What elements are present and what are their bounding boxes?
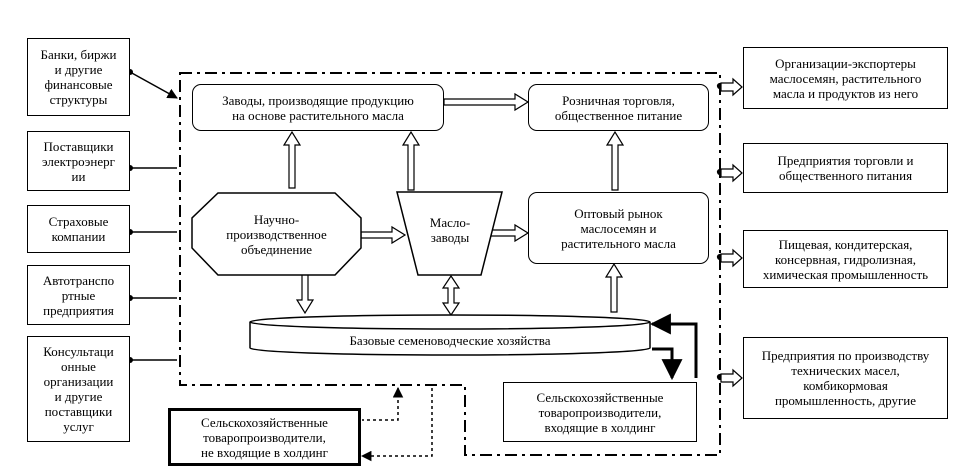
seedfarms-cylinder — [249, 314, 651, 356]
food-industry-box: Пищевая, кондитерская, консервная, гидро… — [743, 230, 948, 288]
oilmills-trapezoid — [396, 191, 503, 276]
exporters-box: Организации-экспортеры маслосемян, расти… — [743, 47, 948, 109]
research-octagon — [191, 192, 362, 276]
holding-boundary — [179, 72, 721, 456]
transport-box: Автотранспо ртные предприятия — [27, 265, 130, 325]
plants-box: Заводы, производящие продукцию на основе… — [192, 84, 444, 131]
external-producers-links — [360, 386, 433, 462]
consulting-box: Консультаци онные организации и другие п… — [27, 336, 130, 442]
producers-outside-holding-box: Сельскохозяйственные товаропроизводители… — [168, 408, 361, 466]
oilmills-label: Масло- заводы — [429, 215, 471, 245]
insurance-box: Страховые компании — [27, 205, 130, 253]
technical-oils-box: Предприятия по производству технических … — [743, 337, 948, 419]
wholesale-box: Оптовый рынок маслосемян и растительного… — [528, 192, 709, 264]
trade-box: Предприятия торговли и общественного пит… — [743, 143, 948, 193]
seedfarms-label: Базовые семеноводческие хозяйства — [349, 332, 551, 348]
research-label: Научно- производственное объединение — [226, 211, 327, 257]
internal-flows — [282, 92, 625, 317]
left-connectors — [127, 69, 178, 363]
producers-in-holding-box: Сельскохозяйственные товаропроизводители… — [503, 382, 697, 442]
power-suppliers-box: Поставщики электроэнерг ии — [27, 131, 130, 191]
banks-box: Банки, биржи и другие финансовые структу… — [27, 38, 130, 116]
retail-box: Розничная торговля, общественное питание — [528, 84, 709, 131]
right-connectors — [716, 77, 743, 388]
seedfarms-producers-loop — [649, 313, 698, 381]
